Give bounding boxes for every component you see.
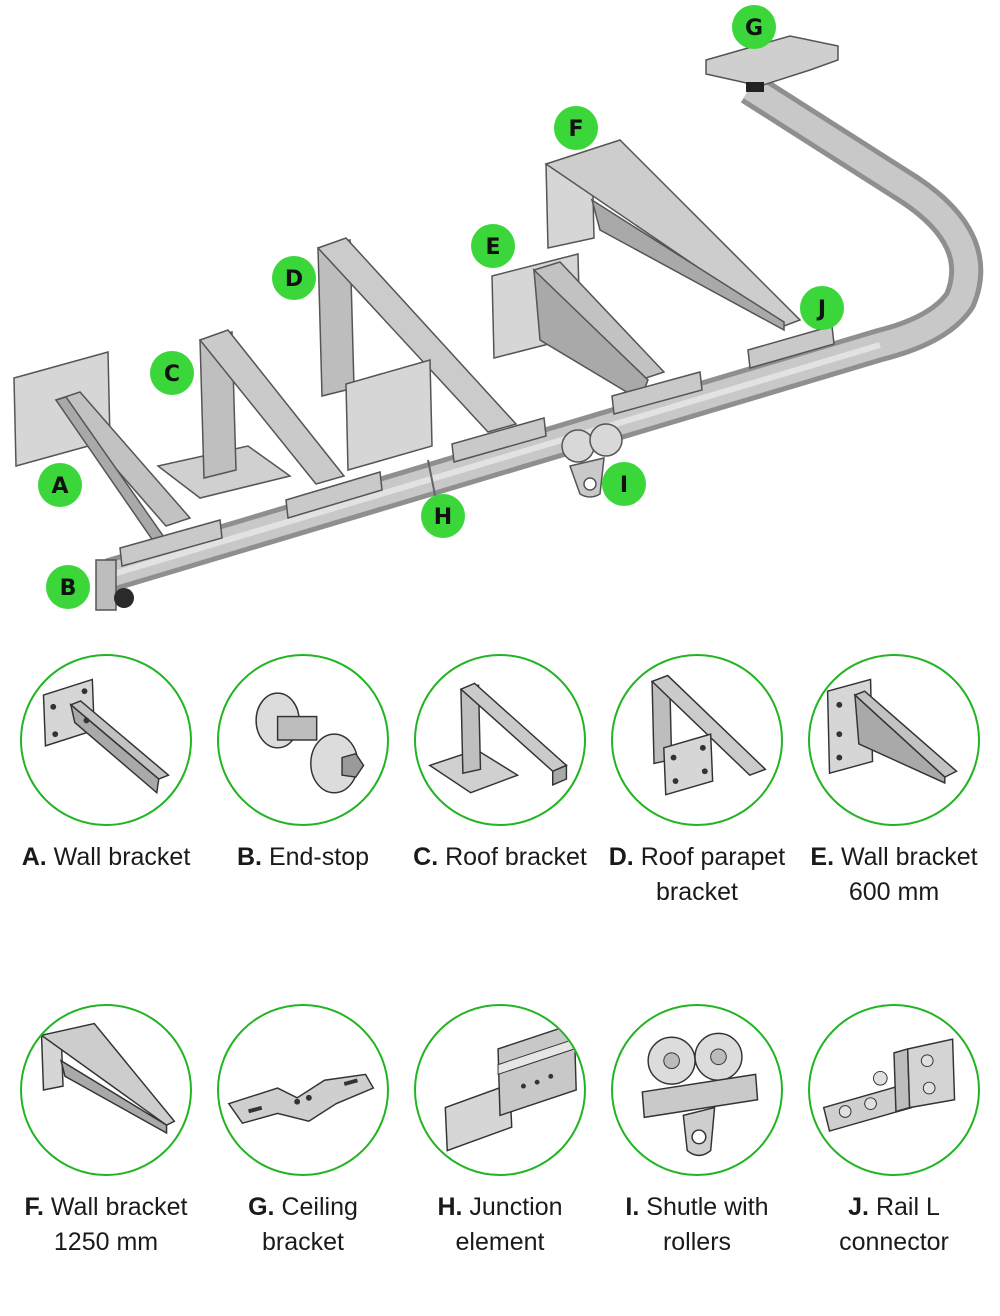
part-e: E. Wall bracket 600 mm xyxy=(799,654,989,910)
part-c-name: Roof bracket xyxy=(445,843,587,871)
svg-text:C: C xyxy=(164,362,180,387)
end-stop-icon xyxy=(217,654,389,826)
rail-system-assembly: A B C D E F G H I J xyxy=(13,5,984,611)
part-b: B. End-stop xyxy=(208,654,398,875)
shuttle-rollers-icon xyxy=(611,1004,783,1176)
part-a-letter: A. xyxy=(21,843,47,871)
svg-text:H: H xyxy=(434,505,452,530)
assembly-end-stop xyxy=(114,588,134,608)
part-c: C. Roof bracket xyxy=(405,654,595,875)
badge-g: G xyxy=(732,5,776,49)
part-d: D. Roof parapet bracket xyxy=(602,654,792,910)
badge-e: E xyxy=(471,224,515,268)
part-g-letter: G. xyxy=(248,1193,275,1221)
badge-a: A xyxy=(38,463,82,507)
part-j-name: Rail L connector xyxy=(839,1193,949,1256)
part-h-name: Junction element xyxy=(455,1193,563,1256)
assembly-wall-bracket-1250 xyxy=(544,139,835,369)
part-f-letter: F. xyxy=(24,1193,44,1221)
svg-text:F: F xyxy=(568,117,583,142)
wall-bracket-600-icon xyxy=(808,654,980,826)
badge-d: D xyxy=(272,256,316,300)
part-j-letter: J. xyxy=(848,1193,869,1221)
badge-h: H xyxy=(421,494,465,538)
part-h-letter: H. xyxy=(437,1193,463,1221)
roof-parapet-bracket-icon xyxy=(611,654,783,826)
badge-j: J xyxy=(800,286,844,330)
assembly-roof-parapet-bracket xyxy=(316,237,547,471)
svg-text:I: I xyxy=(620,473,628,498)
svg-text:J: J xyxy=(816,297,826,322)
assembly-ceiling-bracket xyxy=(705,35,839,92)
part-i-letter: I. xyxy=(625,1193,640,1221)
roof-bracket-icon xyxy=(414,654,586,826)
junction-element-icon xyxy=(414,1004,586,1176)
part-i: I. Shutle with rollers xyxy=(602,1004,792,1260)
assembly-wall-bracket xyxy=(13,351,223,567)
part-f-name: Wall bracket 1250 mm xyxy=(50,1193,188,1256)
svg-text:G: G xyxy=(745,16,763,41)
part-j: J. Rail L connector xyxy=(799,1004,989,1260)
part-a-name: Wall bracket xyxy=(53,843,191,871)
part-i-name: Shutle with rollers xyxy=(646,1193,769,1256)
part-d-letter: D. xyxy=(608,843,634,871)
badge-f: F xyxy=(554,106,598,150)
svg-text:B: B xyxy=(60,576,77,601)
rail-l-connector-icon xyxy=(808,1004,980,1176)
badge-i: I xyxy=(602,462,646,506)
assembly-shuttle xyxy=(561,423,623,498)
badge-b: B xyxy=(46,565,90,609)
svg-text:E: E xyxy=(485,235,500,260)
part-e-name: Wall bracket 600 mm xyxy=(840,843,978,906)
svg-text:A: A xyxy=(51,474,68,499)
wall-bracket-1250-icon xyxy=(20,1004,192,1176)
part-b-name: End-stop xyxy=(268,843,369,871)
part-e-letter: E. xyxy=(810,843,835,871)
badge-c: C xyxy=(150,351,194,395)
rail xyxy=(95,73,984,611)
part-f: F. Wall bracket 1250 mm xyxy=(11,1004,201,1260)
part-a: A. Wall bracket xyxy=(11,654,201,875)
part-b-letter: B. xyxy=(236,843,262,871)
wall-bracket-icon xyxy=(20,654,192,826)
ceiling-bracket-icon xyxy=(217,1004,389,1176)
assembly-wall-bracket-600 xyxy=(491,253,703,415)
part-c-letter: C. xyxy=(413,843,439,871)
part-g-name: Ceiling bracket xyxy=(262,1193,358,1256)
part-d-name: Roof parapet bracket xyxy=(640,843,786,906)
part-h: H. Junction element xyxy=(405,1004,595,1260)
svg-text:D: D xyxy=(285,267,303,292)
part-g: G. Ceiling bracket xyxy=(208,1004,398,1260)
assembly-roof-bracket xyxy=(156,329,383,519)
